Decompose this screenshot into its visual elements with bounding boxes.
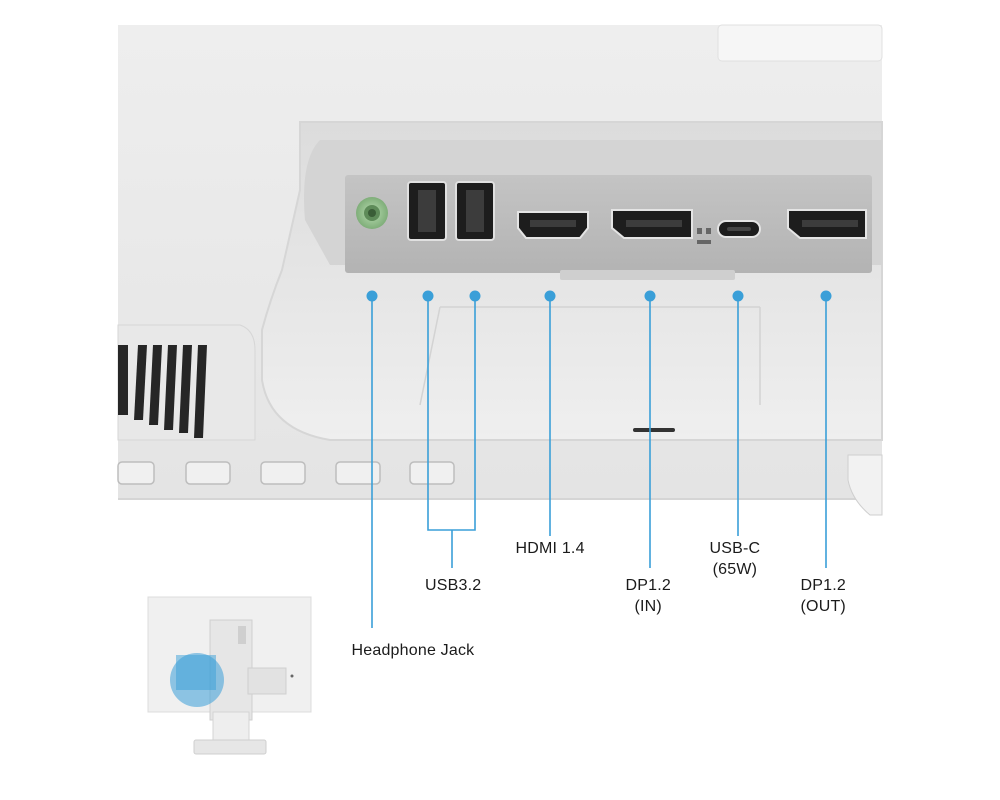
displayport-port-icon [611,209,693,239]
lock-slot-icon [697,228,711,244]
port-label-dp-out: DP1.2 (OUT) [801,575,846,617]
vent-grille [117,324,256,441]
port-label-usb: USB3.2 [425,575,481,596]
usb-a-port-icon [407,181,447,241]
port-label-line: (65W) [712,561,758,578]
port-label-line: DP1.2 [800,577,846,594]
port-label-hdmi: HDMI 1.4 [516,538,585,559]
port-label-line: (IN) [634,598,662,615]
port-label-line: (OUT) [800,598,846,615]
usb-c-port-icon [717,220,761,238]
hdmi-port-icon [517,211,589,239]
callout-lines [371,296,827,628]
usb-a-port-icon [455,181,495,241]
port-label-line: DP1.2 [625,577,671,594]
callout-dots [366,290,832,302]
monitor-rear-view-thumbnail [147,596,312,755]
port-label-line: USB-C [709,540,761,557]
port-label-headphone: Headphone Jack [352,640,475,661]
port-label-line: Headphone Jack [351,642,475,659]
cable-clip-row [117,461,455,485]
headphone-jack-port-icon [356,197,388,229]
displayport-port-icon [787,209,867,239]
port-label-dp-in: DP1.2 (IN) [626,575,671,617]
port-label-usbc: USB-C (65W) [710,538,761,580]
port-label-line: USB3.2 [425,577,482,594]
port-label-line: HDMI 1.4 [515,540,585,557]
